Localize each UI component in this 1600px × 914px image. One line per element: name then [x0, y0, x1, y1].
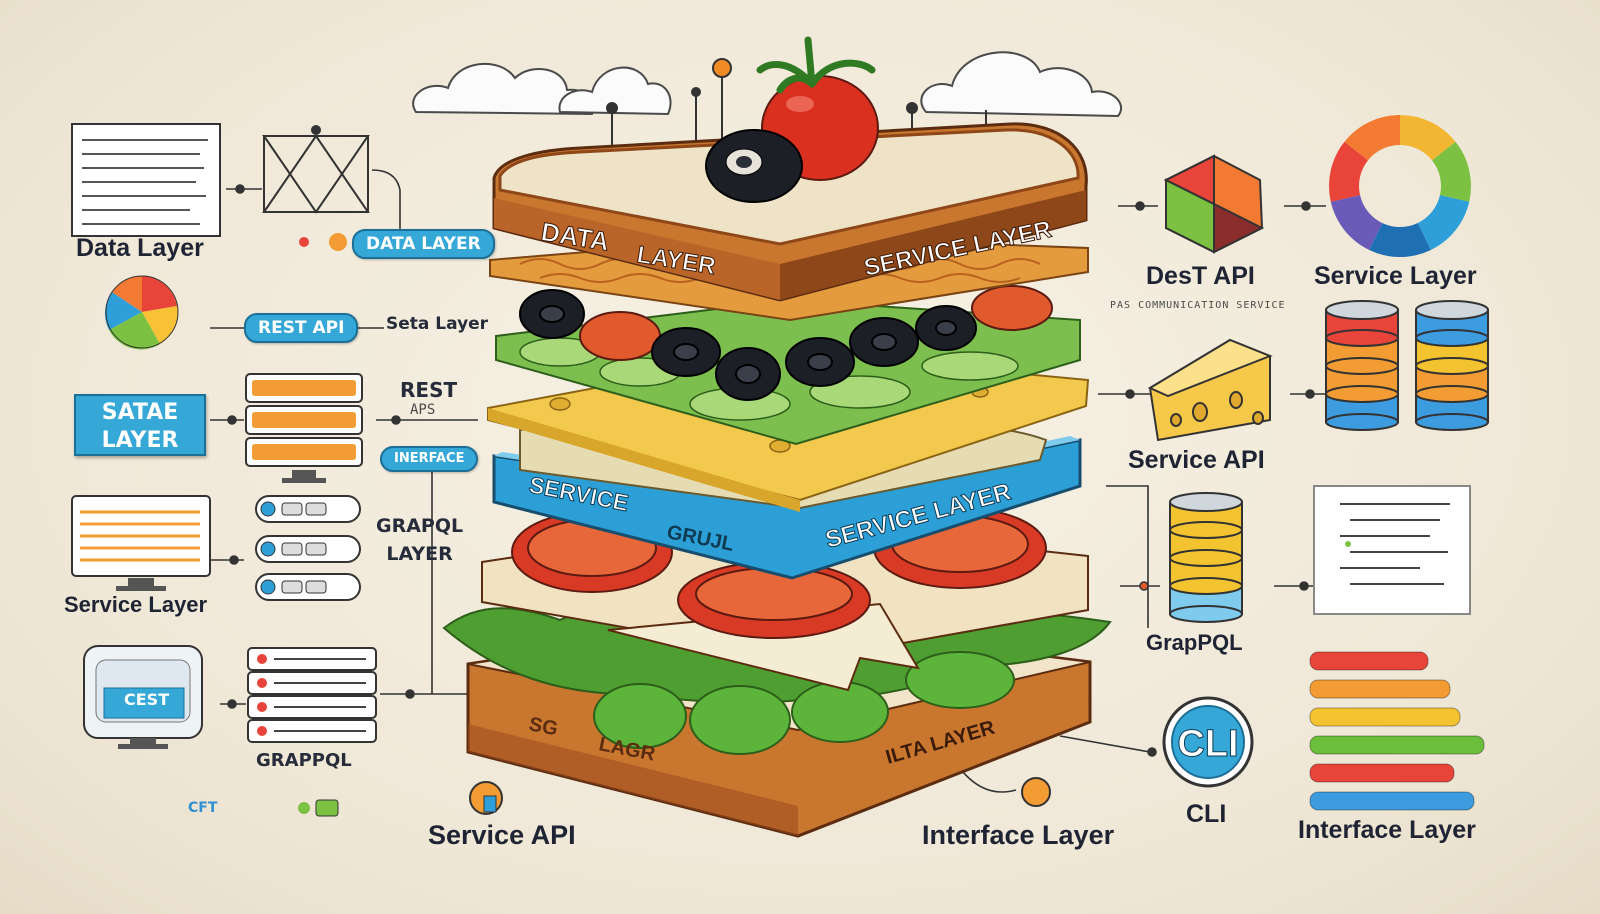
color-bar — [1309, 679, 1451, 699]
left-data-layer-label: Data Layer — [76, 234, 204, 262]
color-bar — [1309, 651, 1429, 671]
color-bar — [1309, 735, 1485, 755]
cli-label: CLI — [1186, 800, 1227, 828]
rest-text: REST — [400, 378, 458, 402]
cest-screen-text: CEST — [124, 690, 170, 709]
seta-layer-text: Seta Layer — [386, 314, 489, 334]
sandwich-illustration — [442, 36, 1112, 838]
database-icon — [1325, 300, 1399, 431]
donut-segment — [1330, 194, 1383, 250]
cft-text: CFT — [188, 800, 218, 816]
data-layer-pill[interactable]: DATA LAYER — [352, 229, 495, 259]
cli-badge-icon — [1162, 696, 1254, 788]
donut-segment — [1431, 141, 1471, 202]
right-grappql-label: GrapPQL — [1146, 630, 1243, 655]
server-list-icon — [247, 647, 377, 743]
database-icon — [1169, 492, 1243, 623]
cloud-right-icon — [920, 51, 1122, 118]
bottom-interface-layer-label: Interface Layer — [922, 820, 1115, 850]
right-interface-layer-label: Interface Layer — [1298, 816, 1476, 844]
document-list-icon — [71, 123, 221, 237]
document-chart-icon — [1313, 485, 1471, 615]
donut-segment — [1417, 194, 1470, 250]
donut-segment — [1399, 115, 1456, 161]
tiny-caption: PAS COMMUNICATION SERVICE — [1110, 300, 1286, 311]
pie-chart-icon — [104, 275, 179, 350]
rest-api-pill[interactable]: REST API — [244, 313, 359, 343]
connector-lines — [210, 169, 1330, 793]
mini-badges-icon — [298, 799, 339, 817]
cloud-left2-icon — [558, 66, 672, 116]
cheese-icon — [1147, 338, 1273, 442]
color-bar — [1309, 707, 1461, 727]
monitor-cest-icon — [83, 645, 203, 749]
bottom-service-api-label: Service API — [428, 820, 576, 850]
grappql-layer-text: GRAPQL LAYER — [376, 515, 464, 565]
orange-pin-icons — [469, 777, 1051, 815]
cli-badge-text: CLI — [1177, 723, 1238, 765]
dest-api-label: DesT API — [1146, 262, 1255, 290]
database-icon — [1415, 300, 1489, 431]
toggle-list-icon — [255, 495, 361, 601]
bar-list-icon — [1309, 651, 1485, 811]
hexagon-icon — [1163, 154, 1265, 254]
donut-segment — [1329, 141, 1369, 202]
button-stack-icon — [245, 373, 363, 483]
satae-layer-box[interactable]: SATAE LAYER — [74, 394, 206, 456]
network-graph-icon — [262, 125, 370, 214]
right-service-layer-label: Service Layer — [1314, 262, 1477, 290]
left-grappql-label: GRAPPQL — [256, 750, 352, 771]
service-api-label: Service API — [1128, 446, 1265, 474]
bottom-bread-left-text: SG — [527, 713, 560, 740]
color-bar — [1309, 791, 1475, 811]
left-service-layer-label: Service Layer — [64, 592, 208, 617]
status-dots-icon — [299, 233, 347, 251]
aps-text: APS — [410, 402, 436, 418]
donut-segment — [1344, 115, 1401, 161]
donut-chart-icon — [1329, 115, 1471, 257]
color-bar — [1309, 763, 1455, 783]
interface-pill[interactable]: INERFACE — [380, 446, 479, 472]
database-stack-icons — [1169, 300, 1489, 623]
donut-segment — [1369, 222, 1431, 257]
monitor-icon — [71, 495, 211, 591]
